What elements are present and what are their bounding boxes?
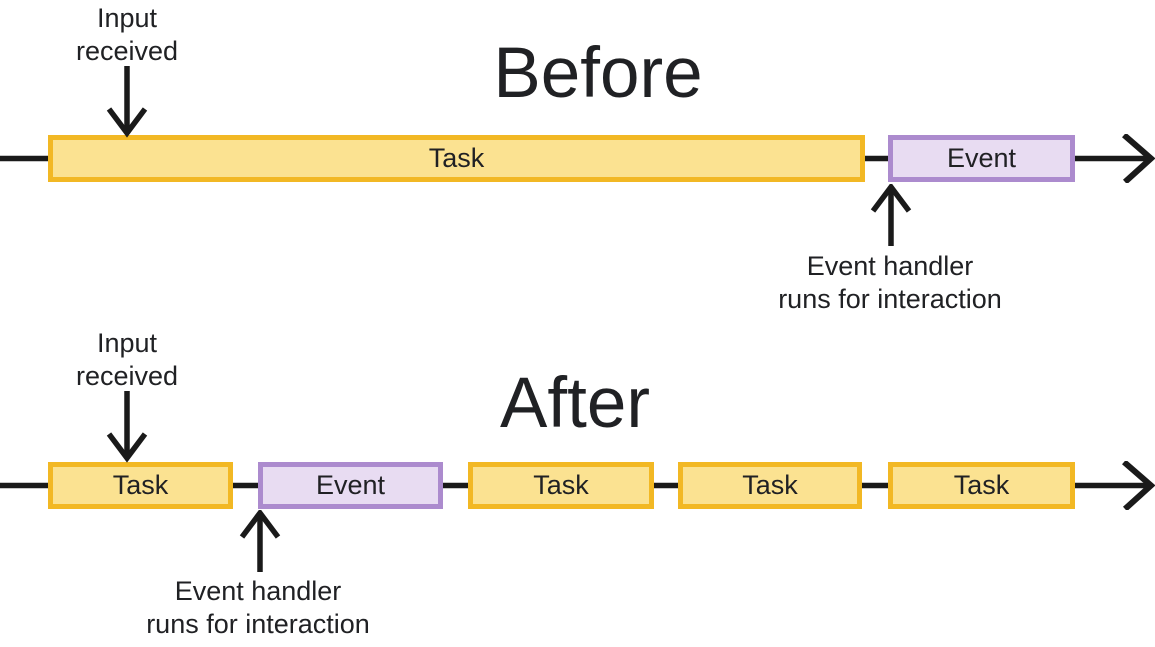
before-title: Before [493,34,703,113]
before-handler-up-arrow-icon [870,184,912,246]
before-input-received-label: Input received [75,3,179,66]
after-handler-up-arrow-icon [239,510,281,572]
after-task-box-2: Task [468,462,654,509]
after-task-box-4: Task [888,462,1075,509]
before-event-handler-label: Event handler runs for interaction [778,251,1002,314]
after-input-down-arrow-icon [106,391,148,463]
before-task-box: Task [48,135,865,182]
before-event-box: Event [888,135,1075,182]
after-task-box-1: Task [48,462,233,509]
after-input-received-label: Input received [75,328,179,391]
after-task-box-3: Task [678,462,862,509]
after-event-box: Event [258,462,443,509]
after-title: After [500,364,650,443]
after-event-handler-label: Event handler runs for interaction [146,576,370,639]
before-input-down-arrow-icon [106,66,148,138]
